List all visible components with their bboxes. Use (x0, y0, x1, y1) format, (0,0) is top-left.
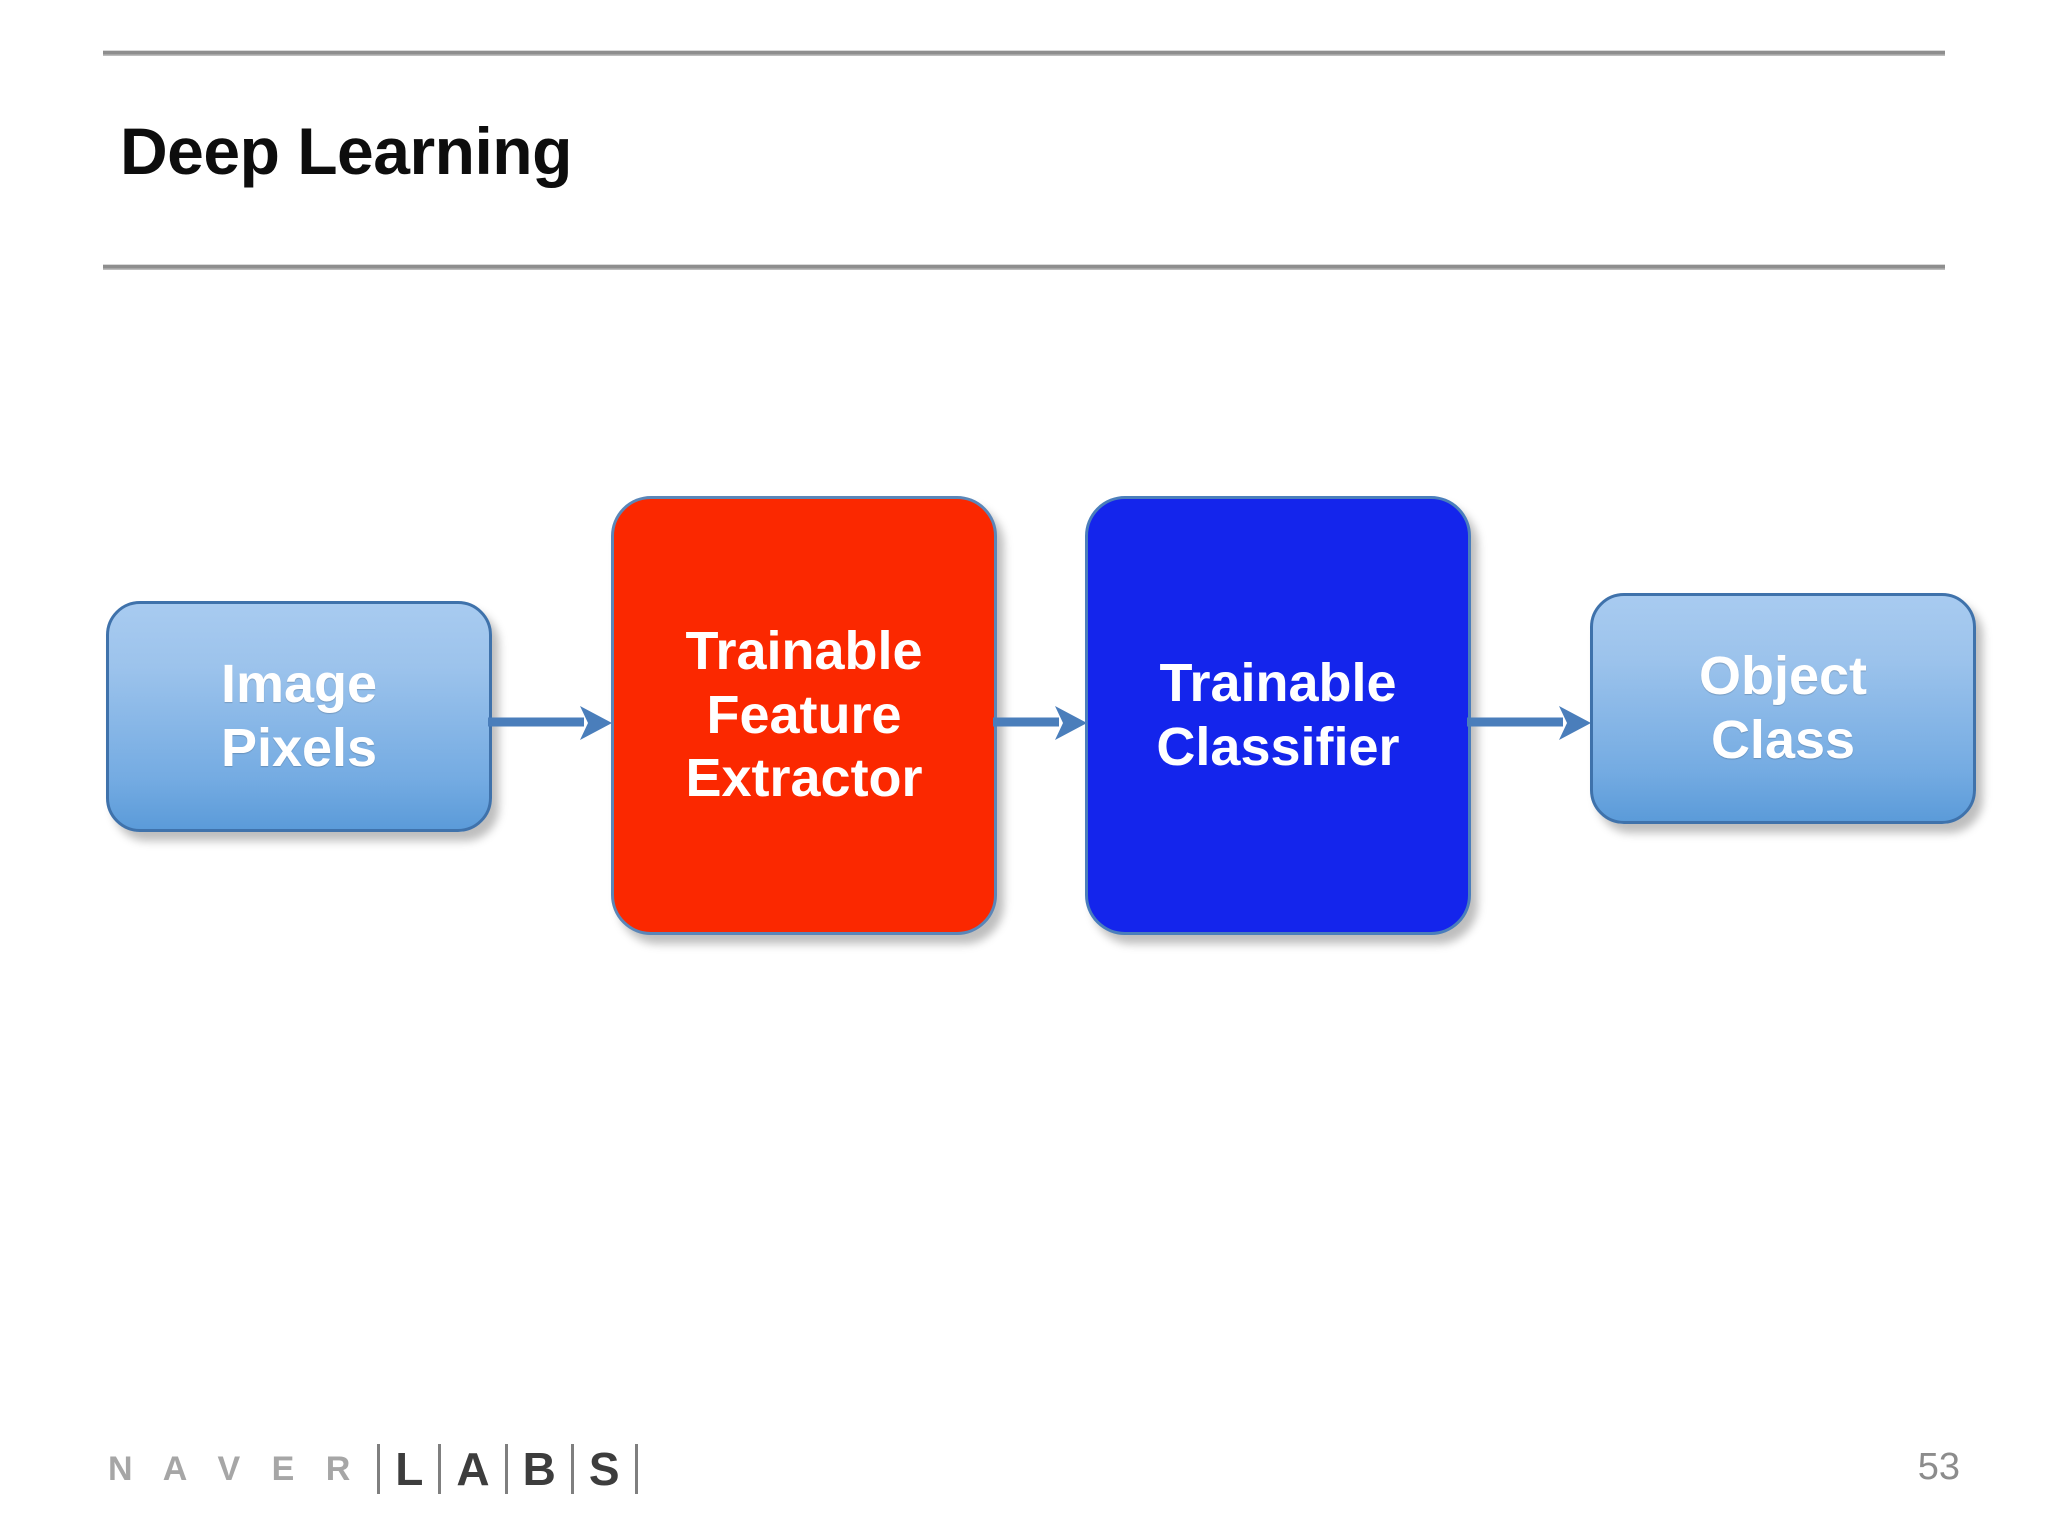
logo-letter-b: B (522, 1443, 556, 1495)
arrow-classifier-to-object-class (1467, 703, 1593, 743)
logo-naver-wordmark: N A V E R (108, 1450, 362, 1488)
header-divider-top (103, 50, 1945, 56)
arrow-image-pixels-to-feature-extractor (488, 703, 614, 743)
logo-letter-l: L (395, 1443, 424, 1495)
arrow-feature-extractor-to-classifier (993, 703, 1089, 743)
page-title: Deep Learning (120, 114, 572, 188)
logo-labs-wordmark: L A B S (377, 1443, 638, 1495)
naver-labs-logo: N A V E R L A B S (108, 1438, 638, 1500)
logo-letter-a: A (456, 1443, 490, 1495)
logo-divider-bar (570, 1444, 574, 1494)
header-divider-bottom (103, 264, 1945, 270)
logo-divider-bar (504, 1444, 508, 1494)
page-number: 53 (1917, 1446, 1960, 1488)
logo-divider-bar (438, 1444, 442, 1494)
logo-divider-bar (634, 1444, 638, 1494)
logo-letter-s: S (588, 1443, 620, 1495)
logo-divider-bar (377, 1444, 381, 1494)
